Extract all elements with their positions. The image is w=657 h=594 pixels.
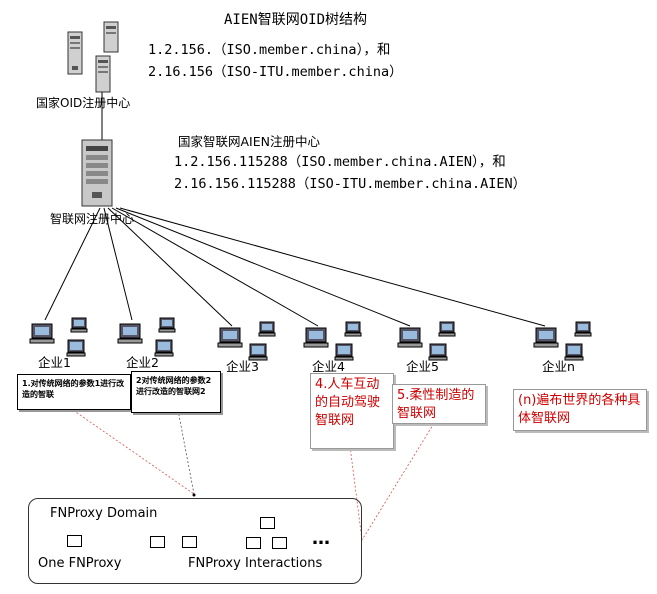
ent5-note: 5.柔性制造的智联网 xyxy=(392,384,486,424)
enterprise-label: 企业3 xyxy=(226,359,259,374)
enterprise-label: 企业4 xyxy=(312,359,345,374)
dashed-ent2-to-domain xyxy=(177,409,195,495)
national-oid-line1: 1.2.156.（ISO.member.china），和 xyxy=(148,42,391,58)
fnproxy-node-icon xyxy=(150,536,165,548)
link-aien-to-ent4 xyxy=(111,207,319,327)
ent2-computers-icon xyxy=(117,317,176,357)
national-center-label: 国家OID注册中心 xyxy=(36,96,131,110)
aien-server-icon xyxy=(81,139,113,207)
link-aien-to-entn xyxy=(119,207,546,327)
fnproxy-node-icon xyxy=(260,517,275,529)
one-fnproxy-label: One FNProxy xyxy=(38,556,122,571)
ent1-computers-icon xyxy=(29,317,88,357)
aien-center-heading: 国家智联网AIEN注册中心 xyxy=(178,134,320,149)
fnproxy-node-icon xyxy=(246,537,261,549)
ent2-note: 2对传统网络的参数2进行改造的智联网2 xyxy=(131,371,221,413)
fnproxy-node-icon xyxy=(67,535,82,547)
fnproxy-domain-title: FNProxy Domain xyxy=(50,506,158,521)
ent5-computers-icon xyxy=(397,321,456,361)
ent1-note: 1.对传统网络的参数1进行改造的智联 xyxy=(17,374,131,410)
fnproxy-node-icon xyxy=(182,536,197,548)
link-aien-to-ent3 xyxy=(107,207,233,327)
national-oid-line2: 2.16.156（ISO-ITU.member.china） xyxy=(148,64,403,80)
dashed-ent1-to-domain xyxy=(69,407,195,495)
ent4-computers-icon xyxy=(303,321,362,361)
dashed-ent5-to-domain xyxy=(361,419,437,541)
link-aien-to-ent2 xyxy=(103,207,133,321)
national-server-cluster-icon xyxy=(67,21,119,93)
fnproxy-interactions-label: FNProxy Interactions xyxy=(188,556,323,571)
aien-center-label: 智联网注册中心 xyxy=(50,212,135,226)
fnproxy-node-icon xyxy=(272,537,287,549)
aien-oid-line1: 1.2.156.115288（ISO.member.china.AIEN），和 xyxy=(174,154,506,170)
enterprise-label: 企业1 xyxy=(38,355,71,370)
domain-junction xyxy=(192,493,196,497)
enterprise-label: 企业2 xyxy=(126,355,159,370)
ent4-note: 4.人车互动的自动驾驶智联网 xyxy=(310,373,394,449)
ent3-computers-icon xyxy=(217,321,276,361)
link-aien-to-ent5 xyxy=(115,207,411,327)
entn-note: (n)遍布世界的各种具体智联网 xyxy=(513,389,647,431)
entn-computers-icon xyxy=(533,321,592,361)
aien-oid-line2: 2.16.156.115288（ISO-ITU.member.china.AIE… xyxy=(174,176,527,192)
enterprise-label: 企业n xyxy=(542,359,575,374)
fnproxy-ellipsis: … xyxy=(312,528,330,549)
link-aien-to-ent1 xyxy=(44,207,101,321)
diagram-title: AIEN智联网OID树结构 xyxy=(224,12,368,28)
enterprise-label: 企业5 xyxy=(406,359,439,374)
fnproxy-domain-box xyxy=(28,498,362,584)
